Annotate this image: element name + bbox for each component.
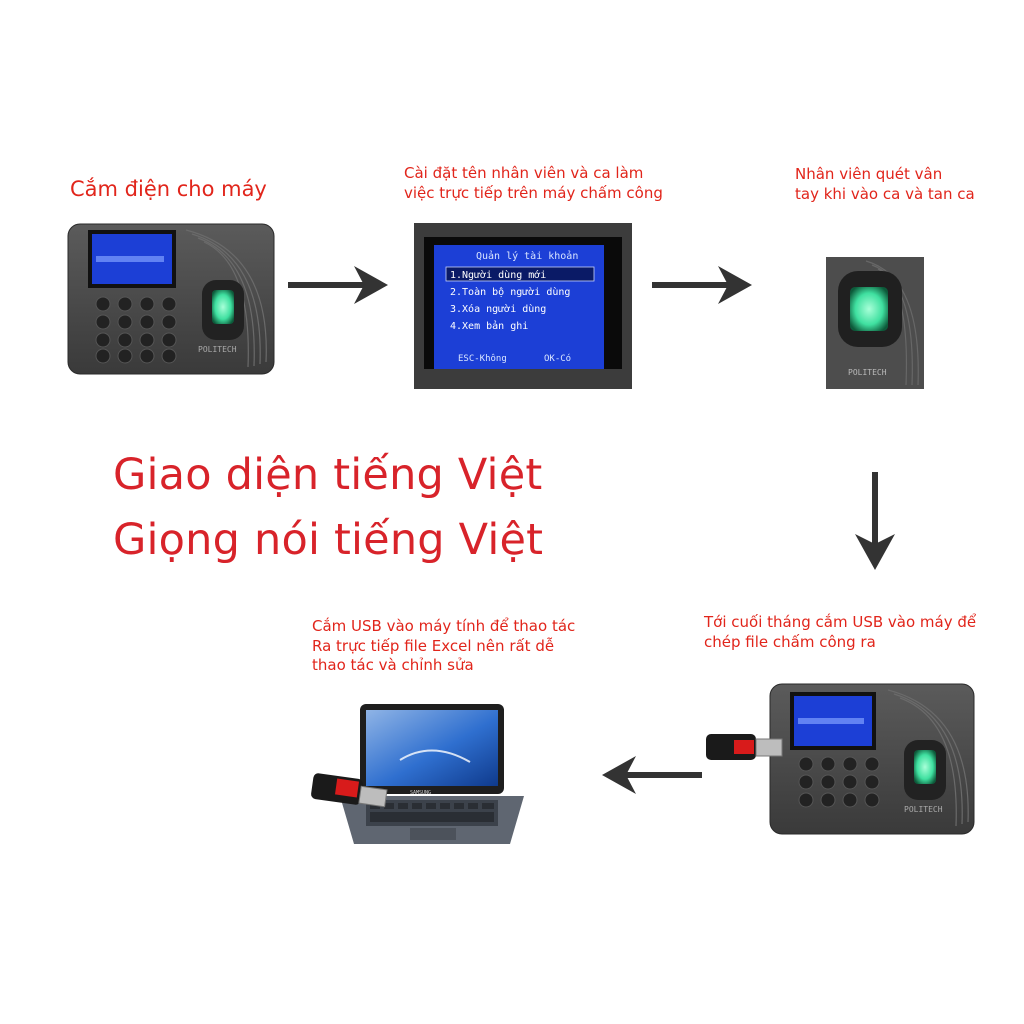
arrow-left-icon <box>602 756 702 794</box>
laptop-screen <box>366 710 498 786</box>
slogan-interface: Giao diện tiếng Việt <box>113 450 543 500</box>
caption-plug-in: Cắm điện cho máy <box>70 177 267 201</box>
lcd-screen-closeup: Quản lý tài khoản 1.Người dùng mới 2.Toà… <box>414 223 632 389</box>
screen-item-3: 3.Xóa người dùng <box>450 303 546 315</box>
brand-label: POLITECH <box>904 805 943 814</box>
screen-footer-right: OK-Có <box>544 353 571 364</box>
brand-label: POLITECH <box>198 345 237 354</box>
caption-usb-copy: Tới cuối tháng cắm USB vào máy để chép f… <box>704 613 976 652</box>
screen-title: Quản lý tài khoản <box>476 250 578 262</box>
keypad <box>95 296 177 364</box>
laptop-with-usb: SAMSUNG <box>311 704 524 844</box>
fingerprint-sensor <box>850 287 888 331</box>
caption-scan: Nhân viên quét vân tay khi vào ca và tan… <box>795 165 975 204</box>
screen-item-4: 4.Xem bản ghi <box>450 320 528 332</box>
screen-item-2: 2.Toàn bộ người dùng <box>450 286 570 298</box>
caption-setup-line1: Cài đặt tên nhân viên và ca làm <box>404 164 644 182</box>
caption-scan-line1: Nhân viên quét vân <box>795 165 943 183</box>
usb-stick-icon <box>706 734 783 760</box>
caption-usb-pc: Cắm USB vào máy tính để thao tác Ra trực… <box>312 617 575 676</box>
attendance-machine-device: POLITECH <box>67 223 275 375</box>
arrow-right-icon <box>652 266 752 304</box>
laptop-brand-label: SAMSUNG <box>410 790 431 796</box>
fingerprint-closeup: POLITECH <box>826 257 924 389</box>
caption-usb-copy-line1: Tới cuối tháng cắm USB vào máy để <box>704 613 977 631</box>
arrow-right-icon <box>288 266 388 304</box>
brand-label: POLITECH <box>848 368 887 377</box>
attendance-machine-usb: POLITECH <box>706 683 975 835</box>
screen-footer-left: ESC-Không <box>458 353 507 364</box>
arrow-down-icon <box>855 472 895 570</box>
caption-setup-line2: việc trực tiếp trên máy chấm công <box>404 183 663 202</box>
caption-usb-pc-line2: Ra trực tiếp file Excel nên rất dễ <box>312 636 555 655</box>
caption-scan-line2: tay khi vào ca và tan ca <box>795 184 975 203</box>
caption-usb-pc-line3: thao tác và chỉnh sửa <box>312 656 474 674</box>
usb-stick-icon <box>311 773 388 808</box>
caption-usb-copy-line2: chép file chấm công ra <box>704 632 876 651</box>
screen-item-1: 1.Người dùng mới <box>450 269 546 281</box>
fingerprint-sensor <box>212 290 234 324</box>
caption-setup: Cài đặt tên nhân viên và ca làm việc trự… <box>404 164 663 203</box>
slogan-voice: Giọng nói tiếng Việt <box>113 515 544 565</box>
caption-usb-pc-line1: Cắm USB vào máy tính để thao tác <box>312 617 576 635</box>
